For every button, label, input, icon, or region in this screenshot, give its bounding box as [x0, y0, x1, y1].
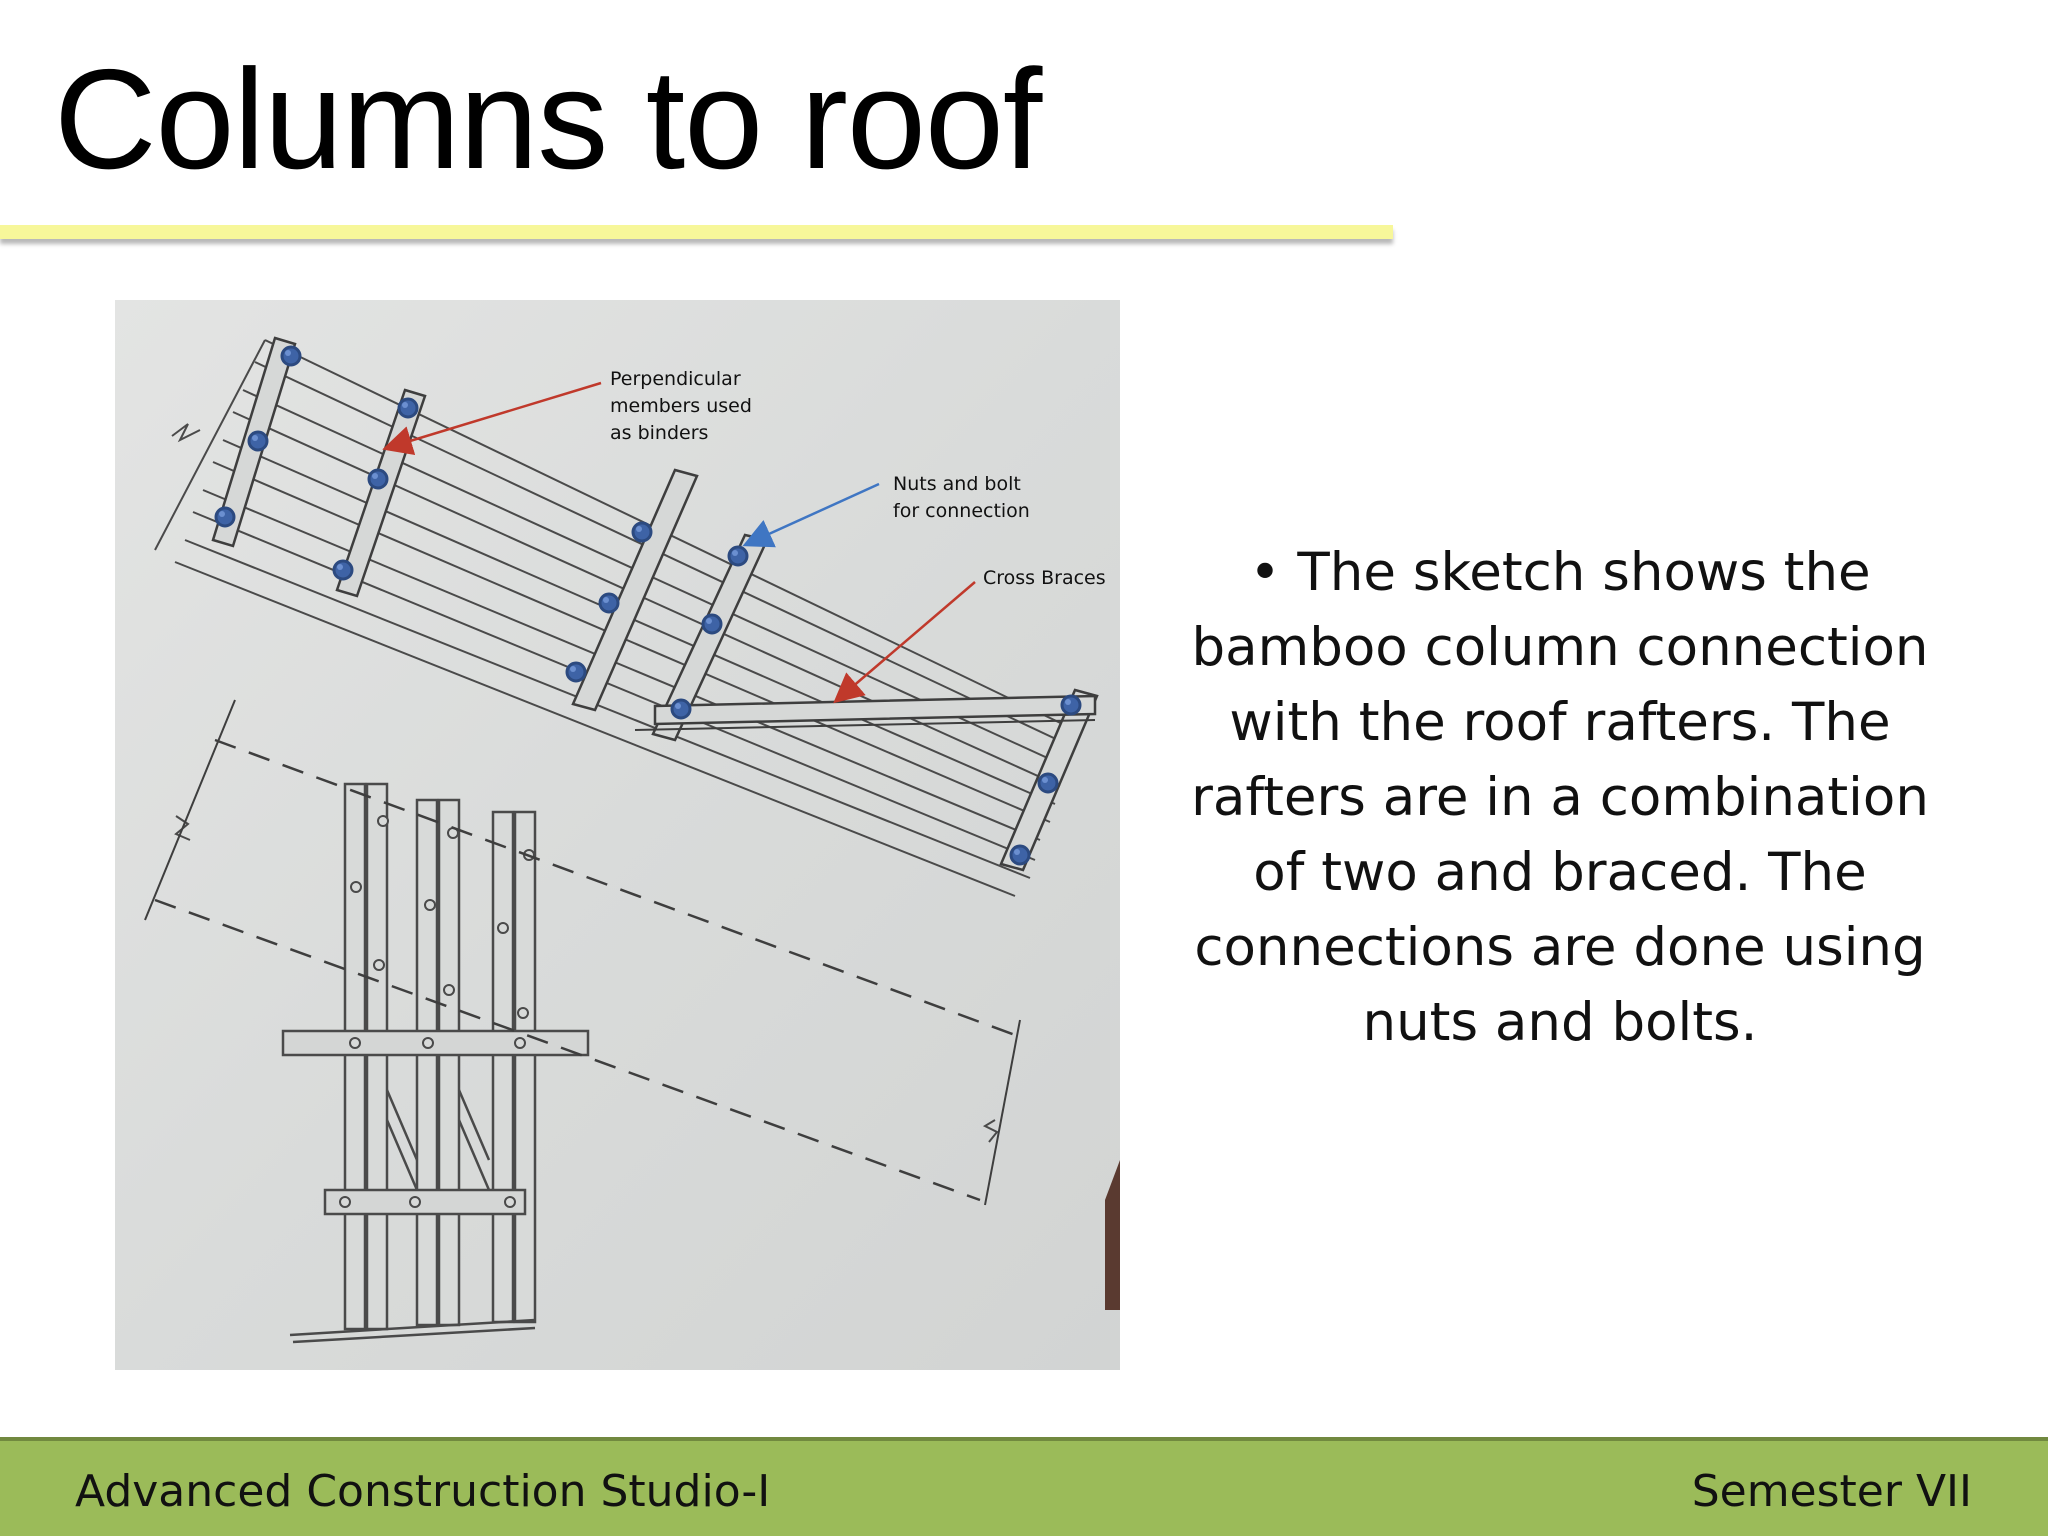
- bolt-marker-highlights: [219, 350, 1071, 855]
- slide-title: Columns to roof: [54, 40, 1042, 199]
- bolts-label-line-1: Nuts and bolt: [893, 473, 1021, 495]
- binders-label-line-1: Perpendicular: [610, 368, 741, 390]
- table-edge-shadow: [1105, 1160, 1120, 1310]
- projection-lines: [154, 738, 1016, 1202]
- binders-label-line-3: as binders: [610, 422, 708, 444]
- footer-semester: Semester VII: [1691, 1466, 1972, 1517]
- braces-arrow: [833, 581, 976, 704]
- footer-bar: Advanced Construction Studio-I Semester …: [0, 1437, 2048, 1536]
- slide-body-bullet: • The sketch shows the bamboo column con…: [1191, 542, 1929, 1053]
- bolts-label-line-2: for connection: [893, 500, 1030, 522]
- footer-course-title: Advanced Construction Studio-I: [75, 1466, 771, 1517]
- extent-lines: [144, 699, 1021, 1206]
- binders-label-line-2: members used: [610, 395, 752, 417]
- sketch-drawing: Perpendicular members used as binders Nu…: [115, 300, 1120, 1370]
- braces-label: Cross Braces: [983, 567, 1106, 589]
- bolts-arrow: [742, 482, 880, 548]
- title-underline: [0, 225, 1393, 239]
- binders-arrow: [382, 381, 602, 456]
- column-bundle: [281, 782, 590, 1344]
- bamboo-connection-sketch: Perpendicular members used as binders Nu…: [115, 300, 1120, 1370]
